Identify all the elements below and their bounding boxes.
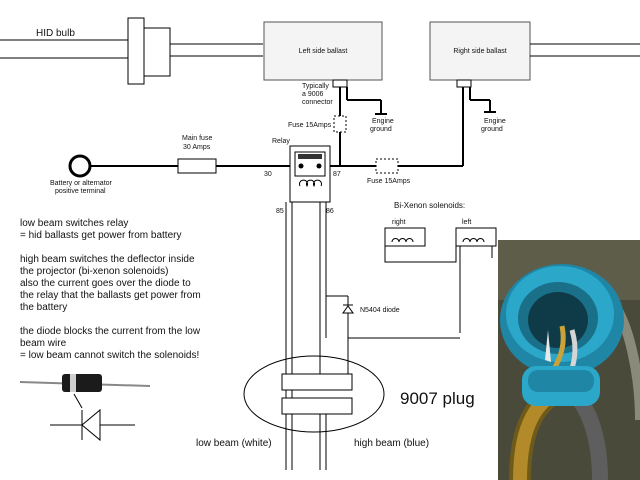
battery-terminal — [68, 154, 92, 178]
relay-pin-30: 30 — [264, 171, 272, 178]
relay-pin-87: 87 — [333, 171, 341, 178]
engine-ground-right-1: Engine — [484, 118, 506, 125]
main-fuse — [177, 158, 217, 174]
right-connector — [456, 79, 496, 166]
battery-label-1: Battery or alternator — [50, 180, 113, 187]
engine-ground-right-2: ground — [481, 126, 503, 133]
relay-pin-86: 86 — [326, 208, 334, 215]
solenoid-left — [455, 227, 497, 247]
connector-label-1: Typically — [302, 83, 329, 90]
battery-label-2: positive terminal — [55, 188, 106, 195]
bixenon-label: Bi-Xenon solenoids: — [394, 201, 465, 210]
right-ballast — [429, 21, 531, 81]
hid-bulb-label: HID bulb — [36, 28, 75, 39]
note-line: high beam switches the deflector inside — [20, 254, 195, 265]
low-beam-label: low beam (white) — [196, 438, 272, 449]
right-ballast-label: Right side ballast — [453, 48, 506, 55]
solenoid-right — [384, 227, 426, 247]
plug-contact-bottom — [281, 397, 353, 415]
solenoid-link — [384, 246, 457, 263]
connector-label-2: a 9006 — [302, 91, 324, 98]
explanation-notes: low beam switches relay = hid ballasts g… — [20, 218, 201, 361]
relay-label: Relay — [272, 138, 290, 145]
diode-symbol — [342, 304, 354, 314]
high-beam-label: high beam (blue) — [354, 438, 429, 449]
hid-bulb — [0, 17, 263, 85]
diode-schematic — [50, 408, 135, 442]
plug-outline — [243, 355, 385, 433]
diode-photo — [19, 374, 151, 409]
diode-label: N5404 diode — [360, 307, 400, 314]
plug-contact-top — [281, 373, 353, 391]
fuse-left — [333, 115, 347, 133]
note-line: = hid ballasts get power from battery — [20, 230, 181, 241]
note-line: the battery — [20, 302, 67, 313]
connector-photo — [498, 240, 640, 480]
note-line: also the current goes over the diode to — [20, 278, 191, 289]
plug-label: 9007 plug — [400, 389, 475, 408]
note-line: = low beam cannot switch the solenoids! — [20, 350, 199, 361]
note-line: the relay that the ballasts get power fr… — [20, 290, 201, 301]
fuse-right — [375, 158, 399, 174]
note-line: the projector (bi-xenon solenoids) — [20, 266, 168, 277]
note-line: the diode blocks the current from the lo… — [20, 326, 201, 337]
connector-label-3: connector — [302, 99, 333, 106]
fuse-left-label: Fuse 15Amps — [288, 122, 332, 129]
left-ballast-label: Left side ballast — [299, 48, 348, 55]
solenoid-right-label: right — [392, 219, 406, 226]
engine-ground-left-2: ground — [370, 126, 392, 133]
note-line: beam wire — [20, 338, 67, 349]
solenoid-left-label: left — [462, 219, 471, 226]
main-fuse-label-1: Main fuse — [182, 135, 212, 142]
note-line: low beam switches relay — [20, 218, 128, 229]
relay — [289, 145, 331, 203]
fuse-right-label: Fuse 15Amps — [367, 178, 411, 185]
relay-pin-85: 85 — [276, 208, 284, 215]
left-ballast — [263, 21, 383, 81]
engine-ground-left-1: Engine — [372, 118, 394, 125]
main-fuse-label-2: 30 Amps — [183, 144, 211, 151]
